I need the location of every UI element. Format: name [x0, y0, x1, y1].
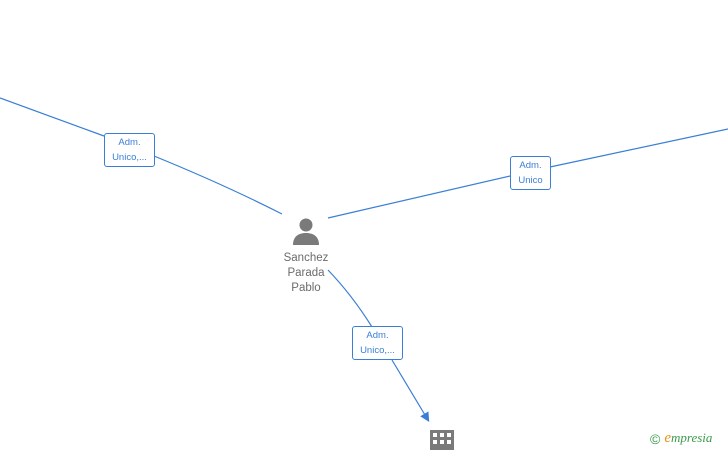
person-node[interactable]: Sanchez Parada Pablo: [268, 216, 344, 296]
edge-bottom-line-upper: [327, 269, 373, 328]
person-name-line3: Pablo: [291, 282, 321, 294]
edge-label-left-line1: Adm.: [118, 137, 141, 148]
edge-label-bottom-line2: Unico,...: [360, 345, 395, 356]
edge-left-line: [0, 97, 283, 215]
person-icon: [293, 218, 319, 245]
copyright-symbol: ©: [650, 430, 661, 447]
edge-label-right-line2: Unico: [518, 175, 543, 186]
building-icon: [430, 430, 454, 450]
person-name-line2: Parada: [287, 267, 325, 279]
watermark: © empresia: [650, 430, 712, 447]
brand-rest: mpresia: [671, 430, 713, 445]
edge-label-left[interactable]: Adm. Unico,...: [104, 133, 155, 167]
edge-label-right[interactable]: Adm. Unico: [510, 156, 551, 190]
person-name-line1: Sanchez: [283, 252, 329, 264]
edge-label-right-line1: Adm.: [519, 160, 542, 171]
company-node[interactable]: [430, 430, 454, 455]
edge-label-bottom-line1: Adm.: [366, 330, 389, 341]
brand-logo: empresia: [664, 430, 712, 447]
edge-label-left-line2: Unico,...: [112, 152, 147, 163]
edge-label-bottom[interactable]: Adm. Unico,...: [352, 326, 403, 360]
edge-right-line: [327, 128, 728, 219]
edge-bottom-line-lower: [391, 359, 430, 423]
brand-initial: e: [664, 430, 671, 446]
